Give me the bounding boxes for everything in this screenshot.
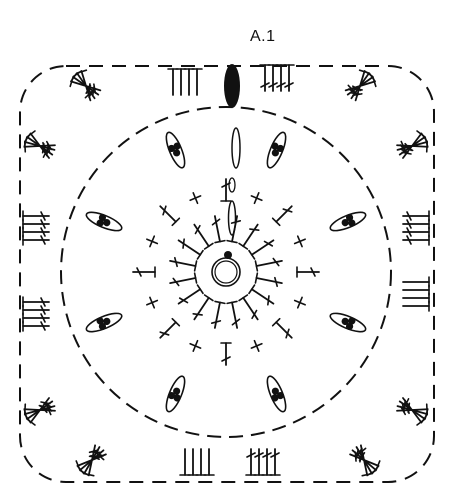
picot-group-icon: [165, 375, 186, 413]
double-crochet-icon: [177, 284, 204, 305]
picot-group-icon: [85, 211, 123, 232]
single-crochet-icon: [293, 235, 306, 248]
double-crochet-icon: [254, 257, 283, 272]
double-treble-icon: [167, 68, 203, 96]
double-crochet-icon: [210, 300, 226, 329]
double-treble-icon: [22, 296, 50, 332]
double-crochet-icon: [211, 215, 226, 244]
double-crochet-icon: [177, 238, 204, 260]
single-crochet-icon: [189, 339, 202, 352]
double-crochet-icon: [226, 300, 241, 329]
single-crochet-icon: [146, 296, 159, 309]
double-treble-icon: [402, 276, 430, 312]
picot-group-icon: [165, 131, 186, 169]
double-crochet-icon: [169, 256, 198, 272]
chain-icon: [227, 200, 237, 236]
picot-group-icon: [329, 312, 367, 333]
double-treble-icon: [245, 448, 281, 476]
treble-crochet-icon: [132, 266, 156, 278]
double-treble-icon: [402, 210, 430, 246]
picot-group-icon: [329, 211, 367, 232]
treble-crochet-icon: [344, 69, 377, 102]
double-crochet-icon: [192, 294, 214, 321]
treble-crochet-icon: [271, 205, 293, 227]
magic-ring-inner: [214, 260, 238, 284]
single-crochet-icon: [189, 192, 202, 205]
outer-border: [19, 65, 435, 483]
picot-group-icon: [266, 131, 287, 169]
treble-crochet-icon: [159, 205, 181, 227]
double-crochet-icon: [193, 223, 214, 250]
treble-crochet-icon: [69, 69, 102, 102]
treble-crochet-icon: [23, 397, 56, 426]
chain-round-circle: [60, 106, 392, 438]
treble-crochet-icon: [159, 317, 181, 339]
double-crochet-icon: [238, 223, 260, 250]
treble-crochet-icon: [220, 342, 232, 366]
treble-crochet-icon: [396, 397, 429, 426]
single-crochet-icon: [250, 192, 263, 205]
chain-icon: [231, 127, 241, 169]
diagram-title: A.1: [250, 28, 276, 45]
slip-stitch-icon: [224, 251, 232, 259]
double-treble-icon: [179, 448, 215, 476]
single-crochet-icon: [293, 296, 306, 309]
double-crochet-icon: [254, 272, 283, 288]
round-start-marker-icon: [224, 64, 240, 108]
double-treble-icon: [259, 64, 295, 92]
double-crochet-icon: [238, 294, 259, 321]
treble-crochet-icon: [23, 130, 56, 159]
picot-group-icon: [85, 312, 123, 333]
single-crochet-icon: [146, 235, 159, 248]
treble-crochet-icon: [396, 130, 429, 159]
double-crochet-icon: [248, 239, 275, 260]
picot-group-icon: [266, 375, 287, 413]
single-crochet-icon: [250, 339, 263, 352]
chain-icon: [228, 177, 236, 193]
double-treble-icon: [22, 210, 50, 246]
treble-crochet-icon: [75, 444, 107, 477]
magic-ring-icon: [211, 257, 241, 287]
double-crochet-icon: [248, 284, 275, 306]
treble-crochet-icon: [271, 317, 293, 339]
treble-crochet-icon: [349, 444, 381, 477]
treble-crochet-icon: [296, 266, 320, 278]
double-crochet-icon: [169, 272, 198, 287]
